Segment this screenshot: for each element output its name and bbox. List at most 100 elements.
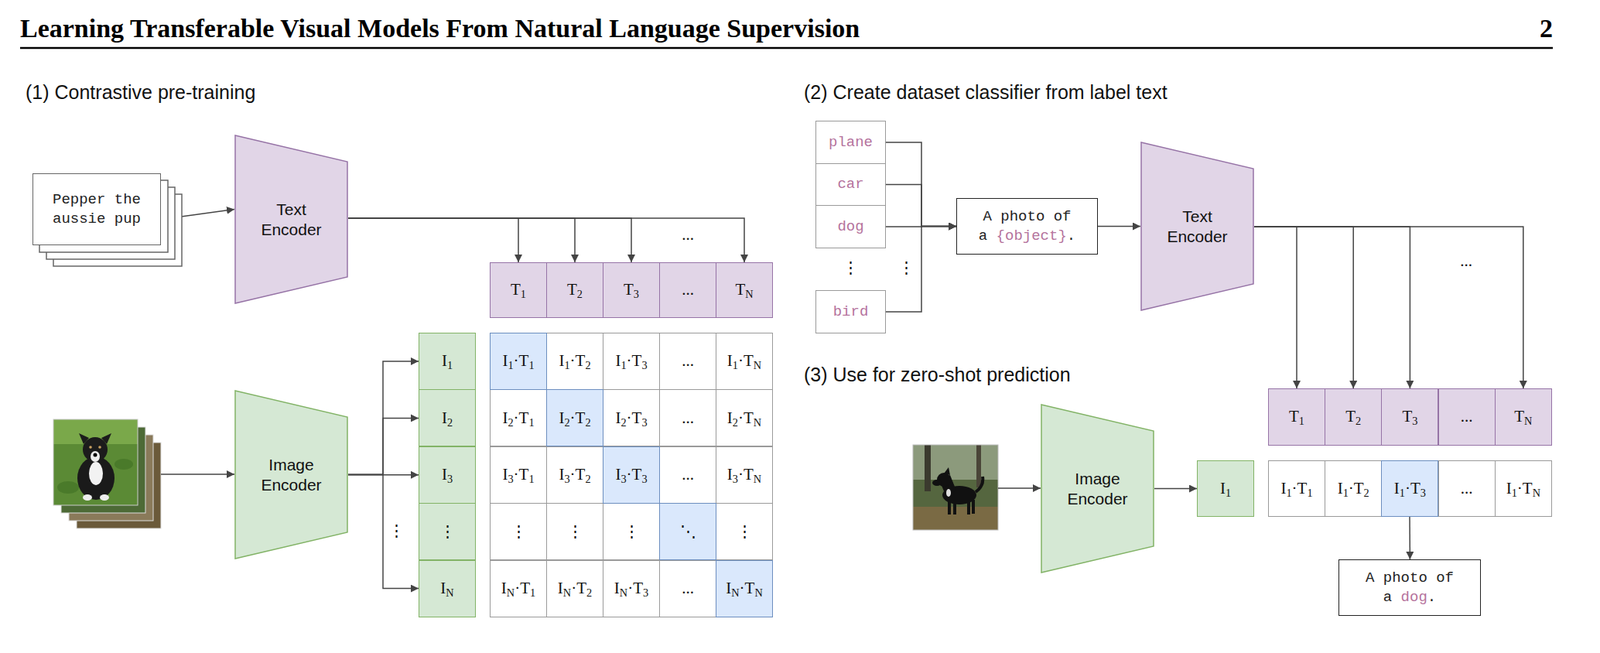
text-embedding: T1 bbox=[1268, 388, 1326, 446]
node-text: Text Encoder bbox=[1162, 206, 1234, 246]
similarity-cell: I1·T2 bbox=[1324, 460, 1382, 517]
node-text: I2·TN bbox=[727, 408, 762, 428]
node-text: I2 bbox=[441, 408, 453, 428]
subscript: 2 bbox=[1355, 415, 1361, 428]
connector-arrow bbox=[1097, 225, 1141, 228]
image-embedding: I1 bbox=[418, 332, 476, 390]
prompt-box: A photo of a {object}. bbox=[956, 198, 1098, 255]
connector-arrow bbox=[1254, 226, 1297, 389]
grass-patch bbox=[114, 458, 134, 470]
node-text: IN·T1 bbox=[501, 578, 536, 599]
ellipsis: ⋮ bbox=[898, 258, 915, 278]
connector-arrow bbox=[348, 361, 419, 476]
node-text: I1·T3 bbox=[1394, 478, 1426, 499]
ellipsis: ⋮ bbox=[388, 521, 405, 541]
node-text: I2·T3 bbox=[615, 408, 647, 428]
photo-arrow bbox=[998, 487, 1041, 489]
dog-body bbox=[77, 456, 115, 500]
dog-leg bbox=[953, 500, 957, 515]
encoder-shape bbox=[234, 134, 349, 305]
subscript: 3 bbox=[642, 586, 649, 599]
connector-arrow bbox=[885, 184, 957, 227]
connector-arrow bbox=[1254, 226, 1354, 389]
dog-head bbox=[82, 437, 108, 462]
subscript: 3 bbox=[641, 472, 647, 486]
connector-arrow bbox=[1254, 226, 1524, 389]
subscript: 1 bbox=[1343, 486, 1349, 500]
class-label: plane bbox=[815, 120, 886, 165]
node-text: ... bbox=[1460, 406, 1474, 427]
photo-frame bbox=[53, 419, 138, 506]
image-embedding: I1 bbox=[1196, 460, 1255, 517]
node-text: I1·T3 bbox=[615, 351, 647, 371]
image-embedding: I2 bbox=[418, 389, 476, 447]
node-text: I3·T2 bbox=[558, 464, 591, 485]
subscript: N bbox=[1532, 486, 1541, 500]
encoder-shape bbox=[1140, 141, 1255, 312]
subscript: 2 bbox=[732, 416, 739, 429]
subscript: 2 bbox=[620, 416, 626, 429]
subscript: N bbox=[731, 586, 739, 599]
node-text: T3 bbox=[1401, 406, 1418, 427]
dog-chest bbox=[88, 461, 103, 486]
node-text: I1·T1 bbox=[502, 351, 534, 371]
subscript: N bbox=[753, 416, 762, 429]
connector-arrow bbox=[1254, 226, 1410, 389]
similarity-cell: I2·T3 bbox=[602, 389, 660, 447]
subscript: N bbox=[619, 586, 628, 599]
dog-ear bbox=[943, 467, 951, 476]
similarity-cell: I2·T1 bbox=[489, 389, 548, 447]
encoder-trapezoid bbox=[235, 390, 348, 559]
similarity-cell: ... bbox=[659, 332, 717, 390]
node-text: I3·T1 bbox=[502, 464, 534, 485]
node-text: I1·T2 bbox=[558, 351, 591, 371]
subscript: 3 bbox=[564, 472, 570, 486]
node-text: ⋱ bbox=[680, 522, 697, 542]
subscript: 3 bbox=[447, 472, 453, 486]
node-text: A photo of a dog. bbox=[1359, 568, 1460, 607]
node-text: T2 bbox=[567, 280, 583, 300]
node-text: Image Encoder bbox=[256, 454, 328, 494]
node-text: I1 bbox=[1220, 478, 1231, 499]
text-embedding: T2 bbox=[546, 262, 604, 318]
node-text: I1·T2 bbox=[1337, 478, 1370, 499]
encoder-shape bbox=[234, 389, 349, 560]
subscript: N bbox=[754, 586, 763, 599]
dog-leg bbox=[947, 499, 951, 515]
ellipsis: ... bbox=[681, 225, 695, 245]
subscript: 1 bbox=[447, 359, 453, 373]
node-text: T2 bbox=[1345, 406, 1361, 427]
section-heading: (3) Use for zero-shot prediction bbox=[803, 362, 1071, 387]
subscript: 2 bbox=[584, 472, 591, 486]
subscript: 2 bbox=[564, 416, 570, 429]
subscript: 1 bbox=[1285, 486, 1292, 500]
dog-eye bbox=[98, 445, 102, 449]
subscript: 3 bbox=[633, 288, 640, 301]
text-encoder: Text Encoder bbox=[1140, 141, 1255, 312]
connector-arrow bbox=[348, 218, 519, 263]
subscript: 3 bbox=[641, 359, 647, 373]
node-text: ⋮ bbox=[439, 522, 456, 542]
matched-pair-cell: IN·TN bbox=[715, 560, 773, 618]
node-text: I3 bbox=[441, 464, 453, 485]
node-text: A photo of a {object}. bbox=[977, 207, 1078, 246]
node-text: Text Encoder bbox=[256, 199, 328, 239]
dog-paw bbox=[99, 494, 110, 501]
dog-leg bbox=[971, 499, 975, 514]
image-encoder: Image Encoder bbox=[1040, 403, 1155, 574]
subscript: 1 bbox=[1306, 486, 1313, 500]
node-text: ⋮ bbox=[510, 522, 527, 542]
text-embedding: T3 bbox=[1381, 388, 1439, 446]
subscript: N bbox=[753, 472, 762, 486]
prompt-box: A photo of a dog. bbox=[1338, 559, 1481, 616]
similarity-cell: I3·T2 bbox=[546, 446, 604, 504]
image-embedding: I3 bbox=[418, 446, 476, 504]
subscript: N bbox=[445, 586, 454, 599]
dog-snout bbox=[932, 479, 942, 486]
node-text: I2·T2 bbox=[558, 408, 591, 428]
matched-pair-cell: I1·T1 bbox=[489, 332, 548, 390]
subscript: 1 bbox=[564, 359, 570, 373]
matched-pair-cell: I3·T3 bbox=[602, 446, 660, 504]
subscript: N bbox=[1524, 415, 1532, 428]
subscript: 2 bbox=[586, 586, 592, 599]
